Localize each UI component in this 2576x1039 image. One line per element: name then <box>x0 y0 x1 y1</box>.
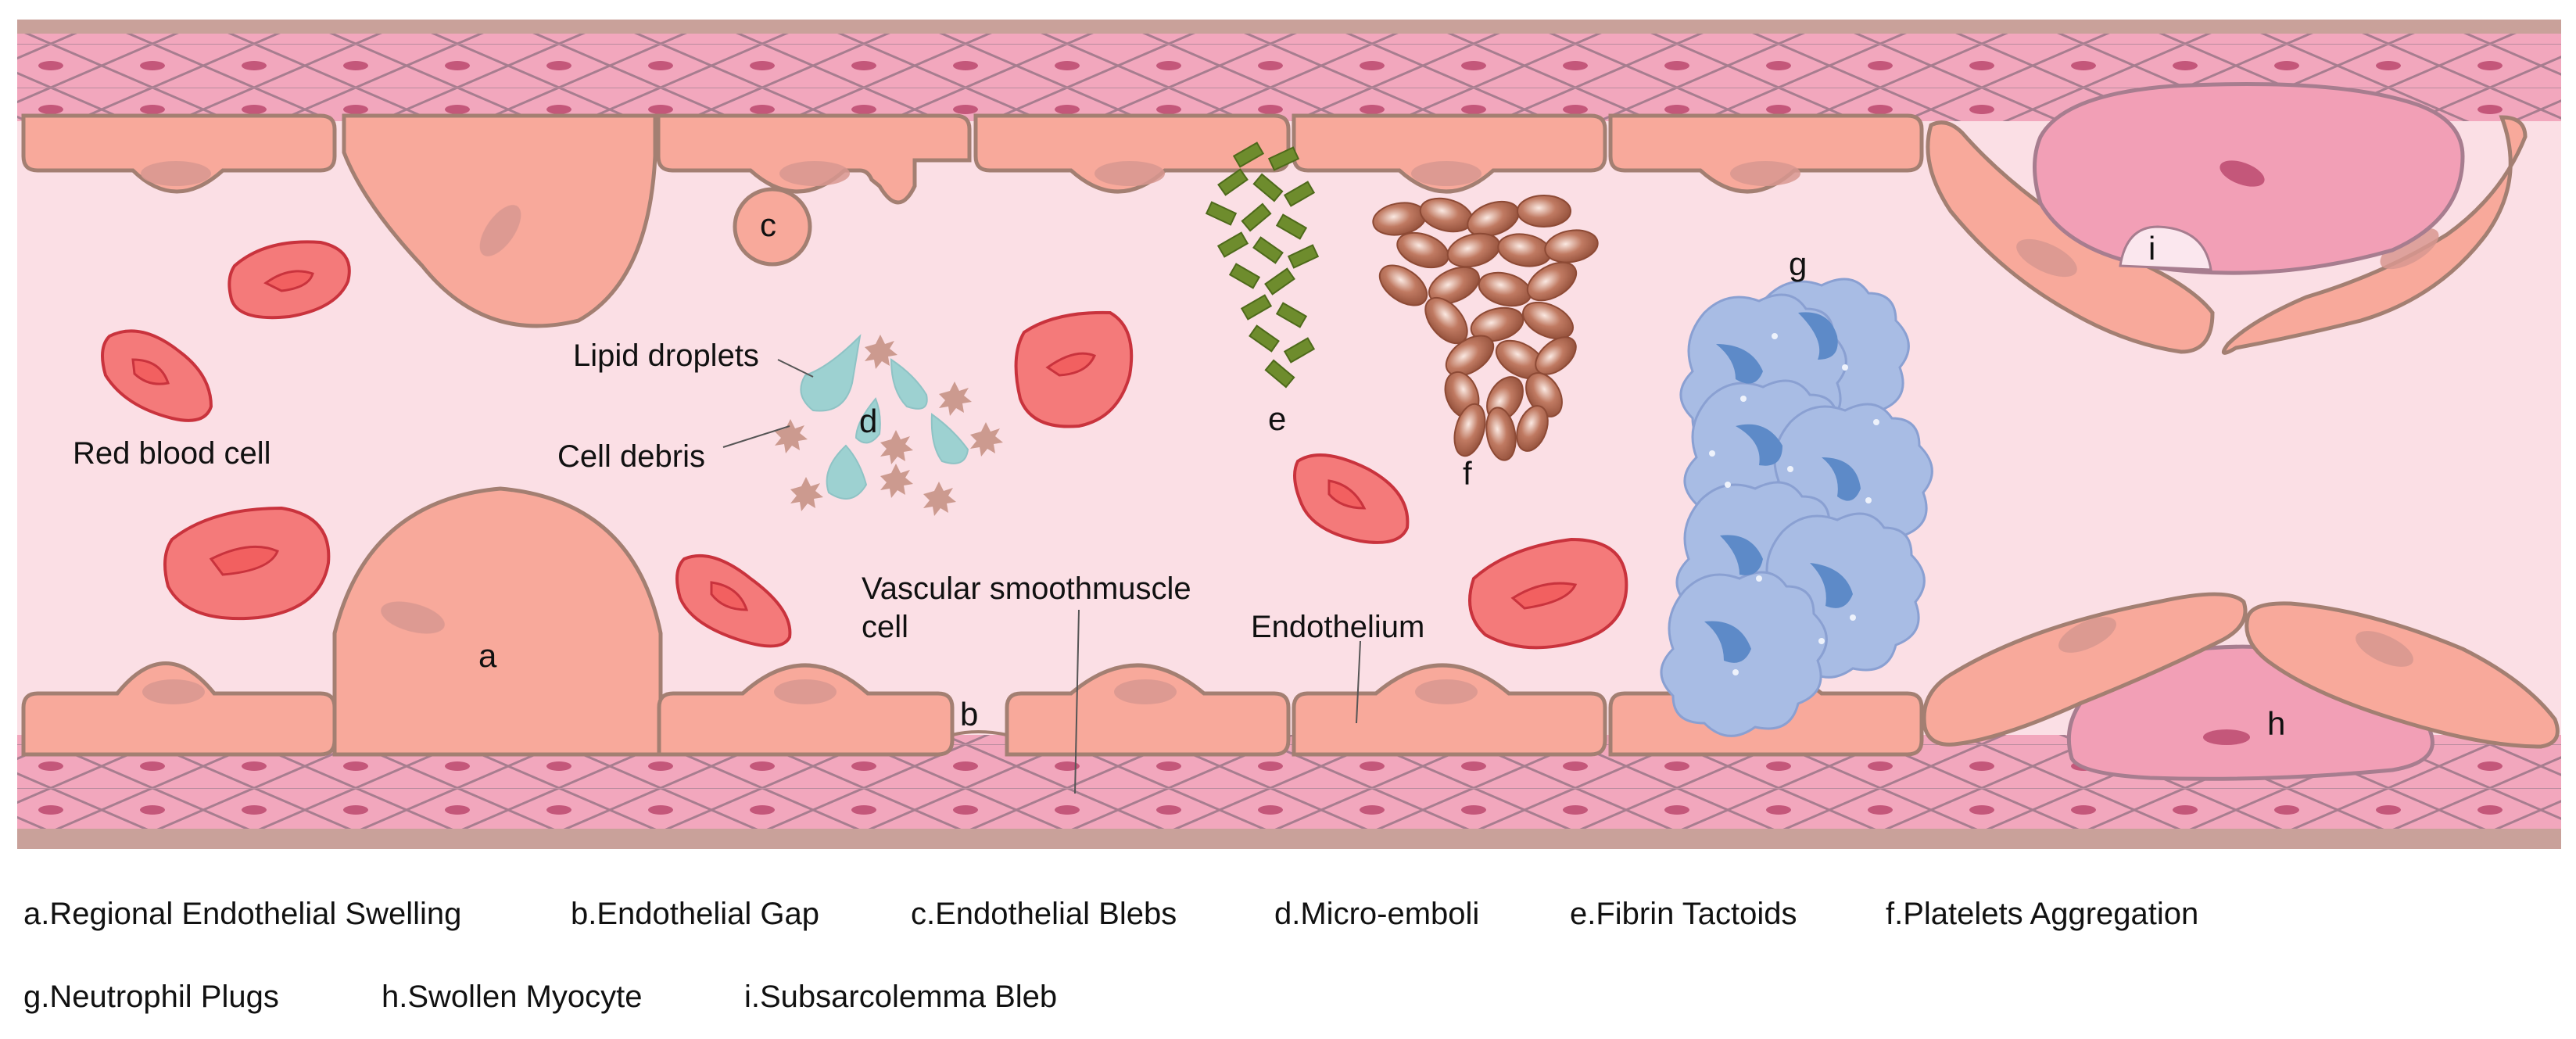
neutrophil-plugs <box>1660 278 1933 737</box>
label-red-blood-cell: Red blood cell <box>73 436 271 471</box>
red-blood-cells <box>101 240 1628 650</box>
label-vsmc-line2: cell <box>862 610 908 644</box>
rbc-2 <box>101 329 213 422</box>
bottom-endothelium-nuclei <box>142 601 1802 704</box>
legend-item-a: a.Regional Endothelial Swelling <box>23 897 462 931</box>
cell-debris <box>775 335 1003 516</box>
label-b: b <box>960 696 978 733</box>
rbc-1 <box>228 240 351 320</box>
top-endothelium-nuclei <box>141 161 2439 278</box>
label-a: a <box>478 637 497 674</box>
label-endothelium: Endothelium <box>1251 610 1424 644</box>
lipid-droplets <box>800 334 969 500</box>
leader-lines <box>722 359 1361 794</box>
legend-item-d: d.Micro-emboli <box>1274 897 1480 931</box>
label-f: f <box>1463 455 1472 492</box>
legend-item-b: b.Endothelial Gap <box>571 897 820 931</box>
label-d: d <box>859 403 877 439</box>
endothelial-gap-b <box>951 730 1008 736</box>
label-i: i <box>2148 230 2155 267</box>
label-h: h <box>2267 705 2285 742</box>
rbc-3 <box>163 506 331 621</box>
legend-item-c: c.Endothelial Blebs <box>911 897 1177 931</box>
subsarcolemma-bleb <box>2119 225 2212 271</box>
legend-item-e: e.Fibrin Tactoids <box>1570 897 1797 931</box>
label-e: e <box>1268 400 1286 437</box>
label-c: c <box>760 206 776 243</box>
top-myocyte-i <box>2033 82 2465 275</box>
legend-item-h: h.Swollen Myocyte <box>382 980 643 1014</box>
top-wall-band <box>17 20 2561 34</box>
legend-item-g: g.Neutrophil Plugs <box>23 980 279 1014</box>
label-vsmc-line1: Vascular smoothmuscle <box>862 571 1191 606</box>
rbc-7 <box>1468 537 1628 650</box>
rbc-6 <box>1293 453 1410 544</box>
diagram-labels: Red blood cell Lipid droplets Cell debri… <box>73 206 2285 742</box>
rbc-5 <box>1014 310 1134 428</box>
platelets-aggregation <box>1372 195 1599 461</box>
bottom-spindle-cells <box>1922 592 2560 749</box>
legend-item-f: f.Platelets Aggregation <box>1886 897 2199 931</box>
bottom-endothelium <box>21 486 1924 757</box>
rbc-4 <box>675 554 792 648</box>
label-lipid-droplets: Lipid droplets <box>573 339 759 373</box>
bottom-wall-band <box>17 829 2561 849</box>
label-cell-debris: Cell debris <box>557 439 705 474</box>
fibrin-tactoids <box>1205 142 1320 389</box>
label-g: g <box>1789 245 1807 282</box>
bottom-spindle-nuclei <box>2058 617 2413 667</box>
legend-item-i: i.Subsarcolemma Bleb <box>744 980 1058 1014</box>
